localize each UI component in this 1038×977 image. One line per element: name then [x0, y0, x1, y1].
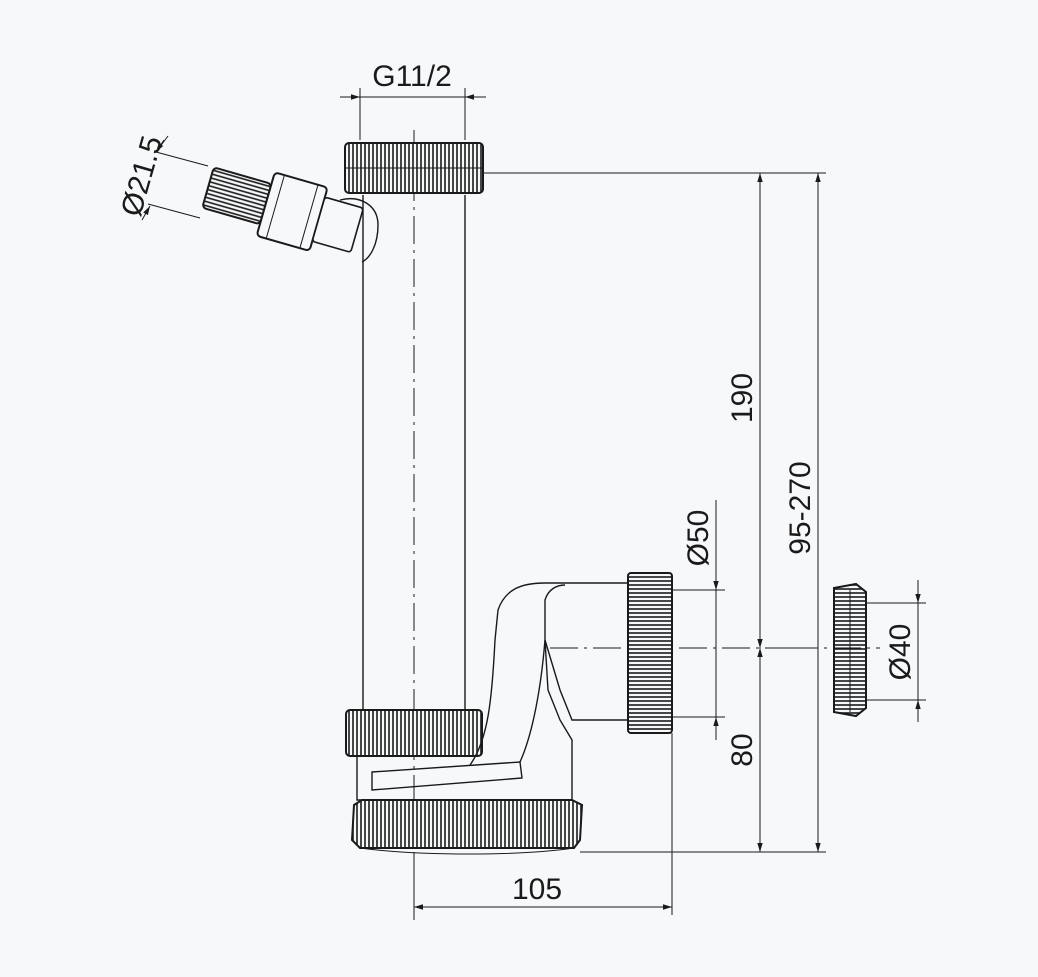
- dim-height-lower-label: 80: [726, 733, 759, 766]
- dim-height-upper-label: 190: [726, 373, 759, 423]
- side-inlet: [339, 198, 379, 263]
- dim-height-lower: [580, 648, 826, 853]
- dim-hose: [141, 135, 209, 221]
- adapter-ring: [790, 582, 880, 718]
- outlet-nut: [627, 572, 673, 734]
- bottom-nut: [350, 799, 584, 855]
- dim-thread-label: G11/2: [372, 60, 452, 93]
- top-nut: [344, 142, 484, 194]
- trap-body: [356, 639, 573, 801]
- dim-adapter-label: Ø40: [884, 624, 917, 681]
- dim-width: [413, 733, 673, 915]
- hose-connector: [202, 167, 364, 253]
- dim-adapter: [866, 580, 926, 722]
- outlet-elbow: [494, 582, 810, 721]
- dim-width-label: 105: [512, 873, 562, 906]
- dim-height-upper: [483, 172, 826, 648]
- vertical-pipe: [362, 130, 466, 920]
- dim-outlet: [672, 500, 725, 740]
- middle-nut: [345, 709, 483, 757]
- dim-thread: [340, 88, 486, 140]
- dim-outlet-label: Ø50: [682, 510, 715, 567]
- dim-height-range-label: 95-270: [784, 461, 817, 554]
- dim-hose-label: Ø21.5: [115, 132, 169, 220]
